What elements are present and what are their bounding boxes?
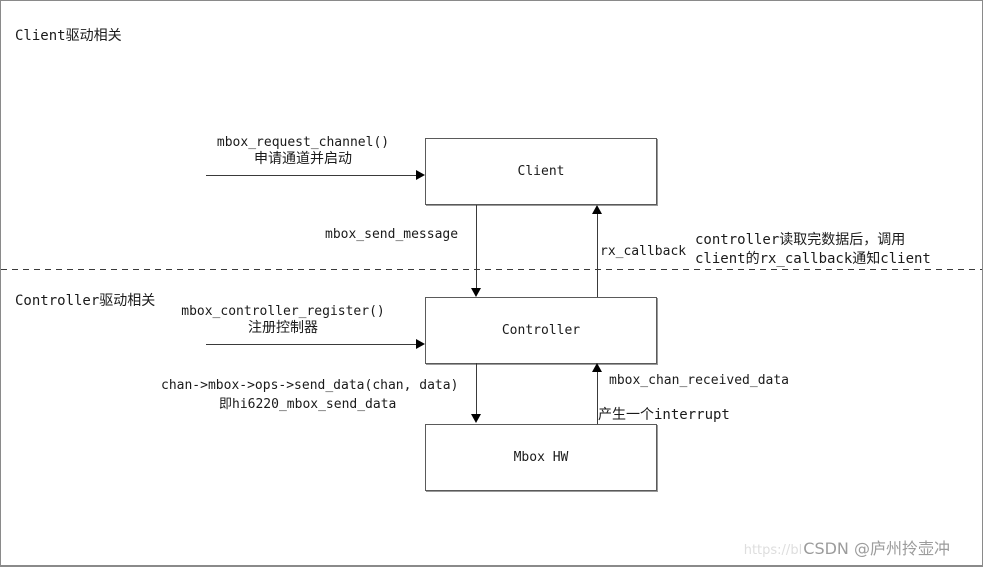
chan-received-arrow-line [597, 372, 598, 424]
request-channel-arrow-line [206, 175, 416, 176]
controller-register-label: mbox_controller_register() [181, 304, 385, 319]
client-section-title: Client驱动相关 [15, 28, 122, 44]
send-message-arrow-line [476, 205, 477, 289]
request-channel-label-cn: 申请通道并启动 [254, 151, 352, 167]
send-message-label: mbox_send_message [325, 227, 459, 242]
watermark: https://bl CSDN @庐州拎壶冲 [744, 535, 950, 559]
controller-register-label-cn: 注册控制器 [248, 320, 318, 336]
callback-note-line1: controller读取完数据后，调用 [695, 232, 906, 248]
interrupt-label: 产生一个interrupt [598, 407, 730, 423]
send-data-arrowhead-icon [471, 414, 481, 423]
controller-box-label: Controller [501, 323, 581, 338]
callback-note-line2: client的rx_callback通知client [695, 251, 931, 267]
client-box-label: Client [517, 164, 565, 179]
send-message-arrowhead-icon [471, 288, 481, 297]
rx-callback-arrow-line [597, 214, 598, 297]
controller-box: Controller [425, 297, 657, 364]
chan-received-data-label: mbox_chan_received_data [609, 373, 790, 388]
send-data-arrow-line [476, 363, 477, 415]
chan-received-arrowhead-icon [592, 363, 602, 372]
mbox-hw-box-label: Mbox HW [513, 450, 569, 465]
request-channel-arrowhead-icon [416, 170, 425, 180]
mbox-hw-box: Mbox HW [425, 424, 657, 491]
watermark-signature-text: CSDN @庐州拎壶冲 [803, 539, 950, 558]
rx-callback-label: rx_callback [600, 244, 687, 259]
controller-register-arrowhead-icon [416, 339, 425, 349]
send-data-label-line2: 即hi6220_mbox_send_data [219, 397, 397, 412]
rx-callback-arrowhead-icon [592, 205, 602, 214]
controller-section-title: Controller驱动相关 [15, 293, 156, 309]
controller-register-arrow-line [206, 344, 416, 345]
send-data-label-line1: chan->mbox->ops->send_data(chan, data) [161, 378, 459, 393]
section-divider-dashed-line [1, 269, 982, 270]
client-box: Client [425, 138, 657, 205]
request-channel-label: mbox_request_channel() [216, 135, 390, 150]
watermark-url-text: https://bl [743, 543, 803, 558]
